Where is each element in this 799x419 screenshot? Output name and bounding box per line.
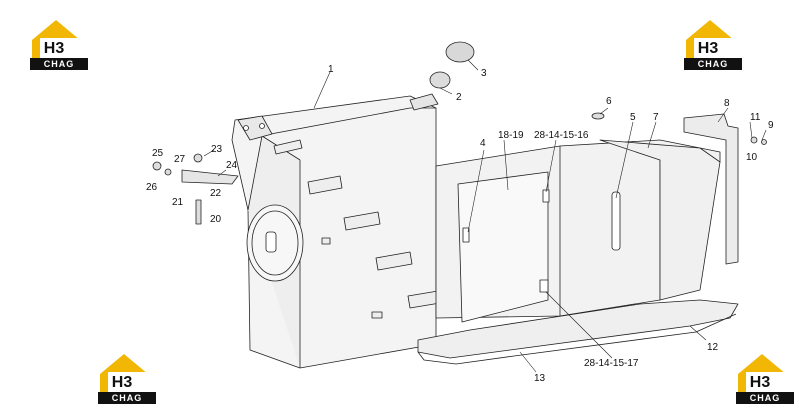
house-logo-icon [686, 20, 734, 58]
logo-sub: CHAG [684, 58, 742, 70]
logo-mark: H3 [749, 374, 771, 391]
callout-10: 10 [746, 152, 758, 163]
callout-4: 4 [480, 138, 486, 149]
callout-18-19: 18-19 [498, 130, 524, 141]
logo-mark: H3 [43, 40, 65, 57]
callout-1: 1 [328, 64, 334, 75]
callout-9: 9 [768, 120, 774, 131]
step-platform [417, 299, 739, 359]
logo-sub: CHAG [736, 392, 794, 404]
callout-12: 12 [707, 342, 719, 353]
callout-5: 5 [630, 112, 636, 123]
brand-logo-bottom-left: H3 CHAG [98, 352, 160, 404]
house-logo-icon [32, 20, 80, 58]
callout-24: 24 [226, 160, 238, 171]
brand-logo-top-right: H3 CHAG [684, 18, 746, 70]
brand-logo-top-left: H3 CHAG [30, 18, 92, 70]
callout-6: 6 [606, 96, 612, 107]
callout-25: 25 [152, 148, 164, 159]
callout-7: 7 [653, 112, 659, 123]
vertical-bracket [683, 113, 739, 265]
tank-top-edge [259, 107, 436, 137]
callout-3: 3 [481, 68, 487, 79]
callout-8: 8 [724, 98, 730, 109]
washer-part [591, 112, 605, 120]
mount-bracket [237, 115, 273, 141]
filler-cap [445, 41, 475, 63]
callout-22: 22 [210, 188, 222, 199]
house-logo-icon [738, 354, 786, 392]
logo-sub: CHAG [30, 58, 88, 70]
callout-26: 26 [146, 182, 158, 193]
brand-logo-bottom-right: H3 CHAG [736, 352, 798, 404]
callout-28-14-15-17: 28-14-15-17 [584, 358, 639, 369]
filler-neck [409, 93, 439, 111]
callout-11: 11 [750, 112, 761, 123]
breather [429, 71, 451, 89]
nut [193, 153, 203, 163]
logo-sub: CHAG [98, 392, 156, 404]
callout-13: 13 [534, 373, 546, 384]
logo-mark: H3 [111, 374, 133, 391]
callout-21: 21 [172, 197, 184, 208]
callout-2: 2 [456, 92, 462, 103]
side-panel [599, 139, 721, 301]
callout-28-14-15-16: 28-14-15-16 [534, 130, 589, 141]
callout-23: 23 [211, 144, 223, 155]
callout-27: 27 [174, 154, 186, 165]
logo-mark: H3 [697, 40, 719, 57]
callout-20: 20 [210, 214, 222, 225]
access-door [457, 171, 549, 323]
side-bracket [181, 169, 239, 185]
house-logo-icon [100, 354, 148, 392]
bolt [195, 199, 202, 225]
